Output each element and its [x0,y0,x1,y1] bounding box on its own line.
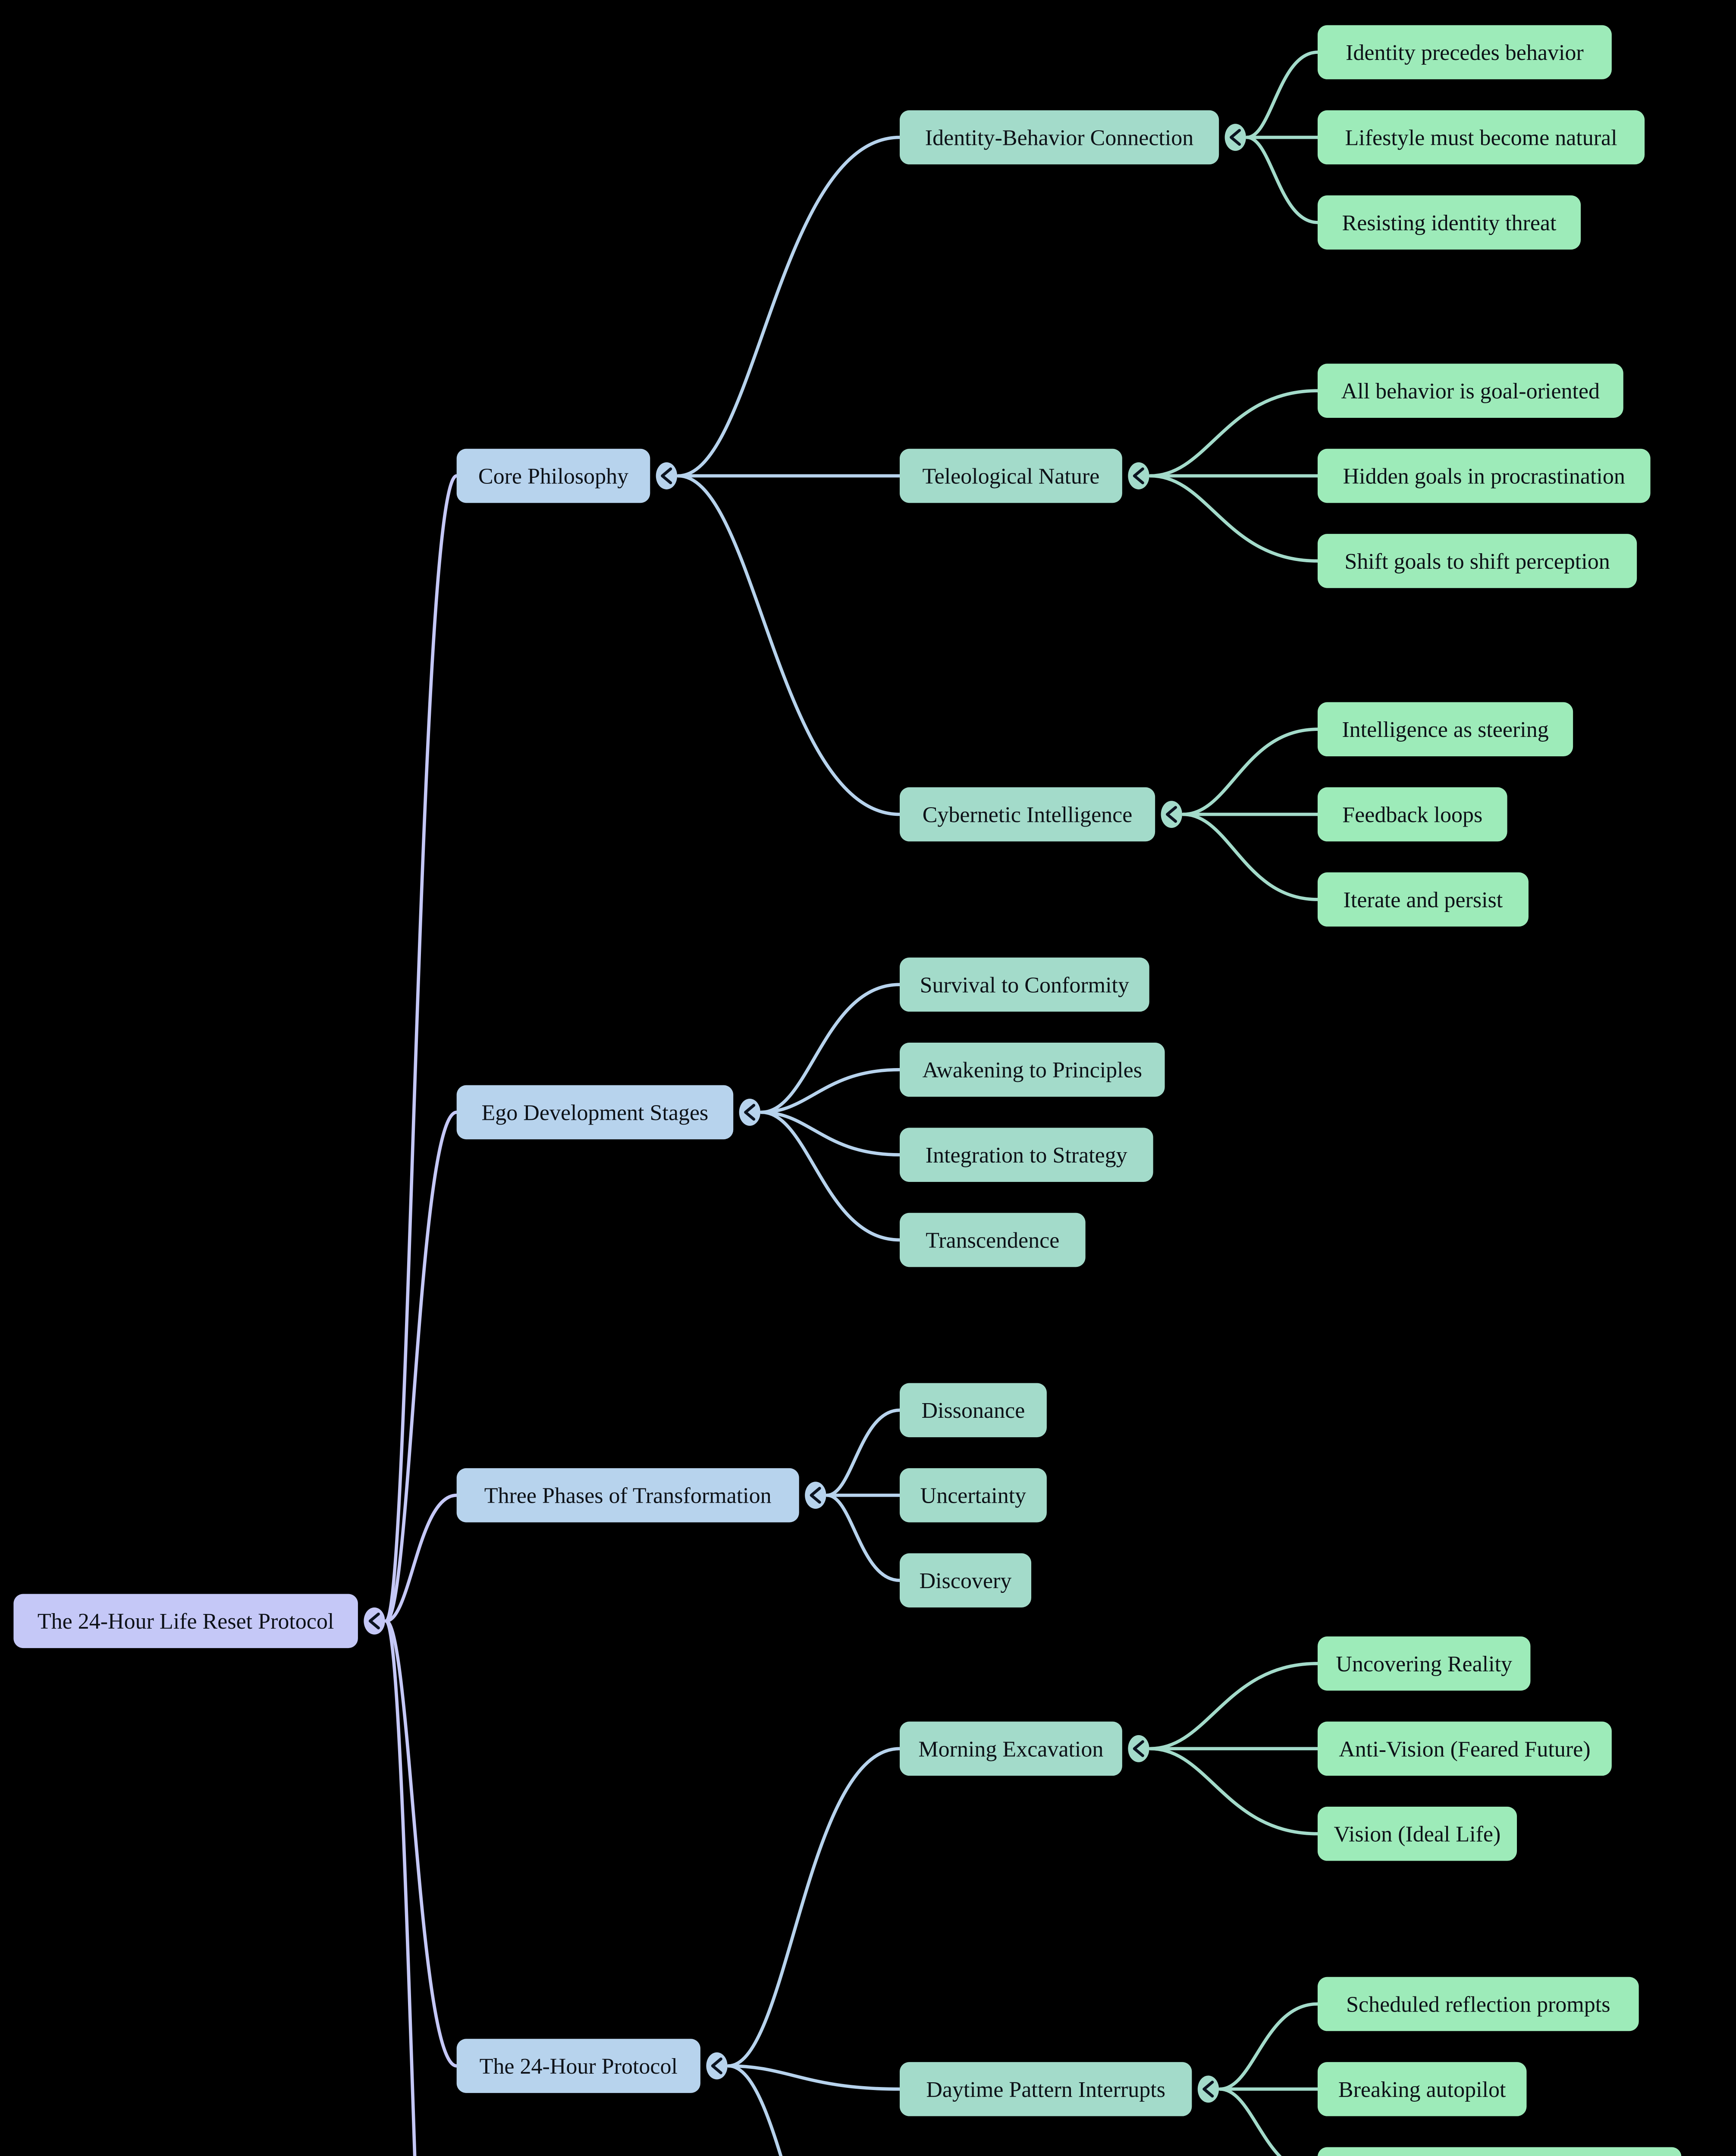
edge-the-24-hour-protocol--evening-synthesis [727,2064,783,2156]
edge-ego-development-stages--survival-to-conformity [760,983,901,1114]
edge-three-phases-of-transformation--dissonance [825,1408,901,1497]
node-teleological-nature[interactable]: Teleological Nature [899,448,1122,503]
node-vision-ideal-life[interactable]: Vision (Ideal Life) [1317,1806,1517,1861]
collapse-toggle-identity-behavior-connection[interactable] [1224,124,1246,151]
node-daytime-pattern-interrupts[interactable]: Daytime Pattern Interrupts [899,2062,1192,2116]
node-scheduled-reflection-prompts[interactable]: Scheduled reflection prompts [1317,1977,1639,2031]
chevron-left-icon [810,1487,821,1504]
edge-ego-development-stages--transcendence [760,1110,901,1242]
node-core-philosophy[interactable]: Core Philosophy [456,448,650,503]
edge-core-philosophy--cybernetic-intelligence [676,474,901,816]
chevron-left-icon [1133,1740,1144,1757]
chevron-left-icon [1133,467,1144,485]
node-ego-development-stages[interactable]: Ego Development Stages [456,1085,734,1140]
edge-core-philosophy--identity-behavior-connection [676,135,901,478]
edge-cybernetic-intelligence--iterate-and-persist [1181,812,1319,901]
edge-identity-behavior-connection--resisting-identity-threat [1245,135,1319,224]
node-awakening-to-principles[interactable]: Awakening to Principles [899,1042,1165,1097]
node-uncertainty[interactable]: Uncertainty [899,1468,1047,1523]
node-hidden-goals-in-procrastination[interactable]: Hidden goals in procrastination [1317,448,1651,503]
collapse-toggle-three-phases-of-transformation[interactable] [805,1482,826,1509]
chevron-left-icon [1202,2081,1214,2098]
edge-teleological-nature--shift-goals-to-shift-perception [1149,474,1319,563]
chevron-left-icon [661,467,672,485]
node-transcendence[interactable]: Transcendence [899,1213,1086,1267]
node-the-24-hour-protocol[interactable]: The 24-Hour Protocol [456,2039,700,2093]
node-integration-to-strategy[interactable]: Integration to Strategy [899,1128,1153,1182]
collapse-toggle-the-24-hour-life-reset-protocol[interactable] [364,1607,385,1635]
collapse-toggle-ego-development-stages[interactable] [739,1099,761,1126]
node-all-behavior-is-goal-oriented[interactable]: All behavior is goal-oriented [1317,364,1623,418]
edge-the-24-hour-life-reset-protocol--core-philosophy [384,474,458,1623]
edge-teleological-nature--all-behavior-is-goal-oriented [1149,389,1319,478]
edge-daytime-pattern-interrupts--contemplating-safety-vs-aliveness [1218,2087,1282,2156]
node-lifestyle-must-become-natural[interactable]: Lifestyle must become natural [1317,110,1645,165]
edge-the-24-hour-life-reset-protocol--the-24-hour-protocol [384,1619,458,2068]
node-the-24-hour-life-reset-protocol[interactable]: The 24-Hour Life Reset Protocol [13,1594,358,1648]
edge-three-phases-of-transformation--discovery [825,1493,901,1582]
node-iterate-and-persist[interactable]: Iterate and persist [1317,872,1529,927]
chevron-left-icon [744,1103,756,1121]
node-cybernetic-intelligence[interactable]: Cybernetic Intelligence [899,787,1155,842]
node-feedback-loops[interactable]: Feedback loops [1317,787,1507,842]
chevron-left-icon [711,2057,722,2075]
chevron-left-icon [1230,128,1241,146]
edge-morning-excavation--vision-ideal-life [1149,1747,1319,1836]
node-discovery[interactable]: Discovery [899,1553,1032,1608]
node-uncovering-reality[interactable]: Uncovering Reality [1317,1636,1531,1691]
collapse-toggle-core-philosophy[interactable] [656,462,678,489]
node-dissonance[interactable]: Dissonance [899,1383,1047,1438]
node-morning-excavation[interactable]: Morning Excavation [899,1721,1122,1776]
node-identity-precedes-behavior[interactable]: Identity precedes behavior [1317,25,1612,79]
edge-the-24-hour-life-reset-protocol--three-phases-of-transformation [384,1493,458,1623]
node-contemplating-safety-vs-aliveness[interactable]: Contemplating safety vs aliveness [1317,2147,1682,2156]
collapse-toggle-cybernetic-intelligence[interactable] [1161,801,1182,828]
edge-the-24-hour-life-reset-protocol--ego-development-stages [384,1110,458,1623]
chevron-left-icon [1166,806,1177,823]
node-intelligence-as-steering[interactable]: Intelligence as steering [1317,702,1573,757]
edge-the-24-hour-protocol--morning-excavation [727,1747,901,2068]
chevron-left-icon [368,1612,380,1630]
edge-ego-development-stages--integration-to-strategy [760,1110,901,1156]
edge-the-24-hour-life-reset-protocol--life-gamification-framework [384,1619,417,2156]
node-resisting-identity-threat[interactable]: Resisting identity threat [1317,195,1581,250]
edge-daytime-pattern-interrupts--scheduled-reflection-prompts [1218,2002,1319,2091]
edge-ego-development-stages--awakening-to-principles [760,1068,901,1114]
edge-morning-excavation--uncovering-reality [1149,1662,1319,1751]
node-anti-vision-feared-future[interactable]: Anti-Vision (Feared Future) [1317,1721,1612,1776]
node-identity-behavior-connection[interactable]: Identity-Behavior Connection [899,110,1219,165]
edge-identity-behavior-connection--identity-precedes-behavior [1245,50,1319,139]
node-three-phases-of-transformation[interactable]: Three Phases of Transformation [456,1468,799,1523]
node-survival-to-conformity[interactable]: Survival to Conformity [899,957,1149,1012]
node-shift-goals-to-shift-perception[interactable]: Shift goals to shift perception [1317,534,1637,588]
collapse-toggle-daytime-pattern-interrupts[interactable] [1197,2075,1219,2103]
edge-cybernetic-intelligence--intelligence-as-steering [1181,727,1319,816]
collapse-toggle-teleological-nature[interactable] [1128,462,1149,489]
node-breaking-autopilot[interactable]: Breaking autopilot [1317,2062,1527,2116]
collapse-toggle-the-24-hour-protocol[interactable] [706,2052,728,2080]
collapse-toggle-morning-excavation[interactable] [1128,1735,1149,1762]
edge-the-24-hour-protocol--daytime-pattern-interrupts [727,2064,901,2091]
